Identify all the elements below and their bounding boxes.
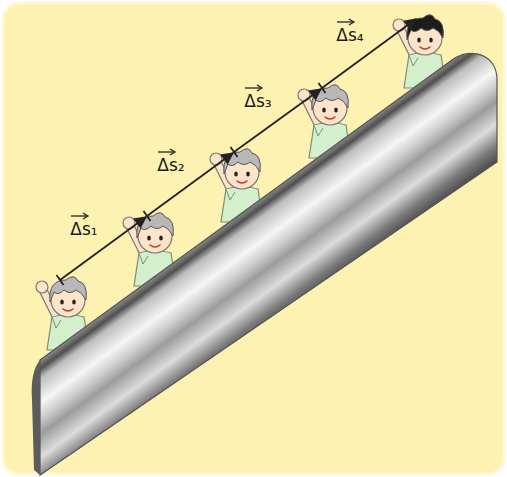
displacement-arrow xyxy=(60,217,146,280)
vector-arrow-symbol xyxy=(70,212,93,220)
vector-label-text: Δs₃ xyxy=(244,91,271,111)
tick-mark xyxy=(144,211,151,221)
tick-mark xyxy=(57,275,64,285)
vector-label: Δs₁ xyxy=(70,212,97,240)
vector-arrow-symbol xyxy=(244,84,267,92)
vector-label: Δs₃ xyxy=(244,84,271,112)
vector-arrow-symbol xyxy=(336,18,359,26)
displacement-arrows xyxy=(57,19,417,285)
vector-label-text: Δs₁ xyxy=(70,219,97,239)
vector-arrow-symbol xyxy=(157,148,180,156)
tick-mark xyxy=(231,147,238,157)
escalator-rail xyxy=(40,53,497,475)
displacement-arrow xyxy=(234,89,321,152)
tick-mark xyxy=(319,83,326,93)
background-panel xyxy=(3,3,504,474)
vector-label: Δs₄ xyxy=(336,18,363,46)
vector-label: Δs₂ xyxy=(157,148,184,176)
displacement-arrow xyxy=(147,153,233,216)
displacement-arrow xyxy=(322,19,416,88)
vector-label-text: Δs₄ xyxy=(336,25,363,45)
vector-label-text: Δs₂ xyxy=(157,155,184,175)
rail-end-cap xyxy=(32,360,40,475)
